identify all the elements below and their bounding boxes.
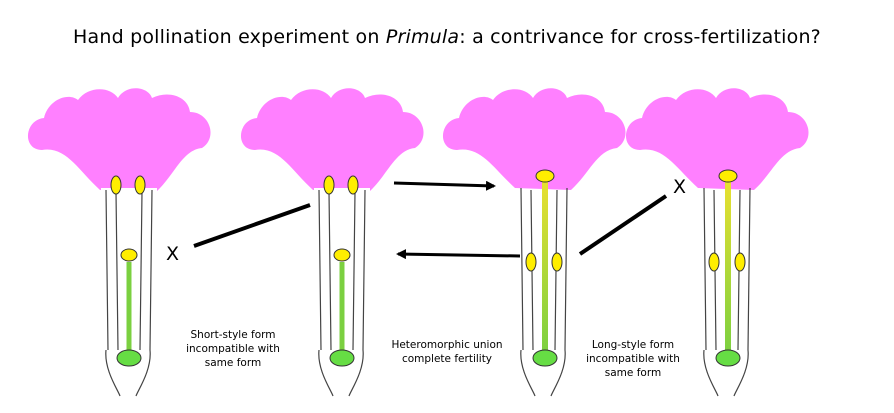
compatible-arrow-left [396,249,521,260]
flower-long-style-1 [442,88,626,397]
style [542,182,548,354]
anther [734,252,746,272]
calyx [520,349,566,397]
flower-short-style-2 [240,88,424,397]
stigma [120,248,138,262]
corolla [27,88,211,192]
corolla-tube [318,189,366,351]
corolla [442,88,626,190]
flower-short-style-1 [27,88,211,397]
incompatible-link-long [578,194,668,256]
incompatible-mark-short: X [166,243,180,265]
caption-short-style: Short-style form incompatible with same … [186,329,280,369]
calyx [703,349,749,397]
anther [347,175,359,195]
corolla [625,88,809,190]
corolla-tube [703,187,751,351]
ovary [116,349,142,367]
anther [323,175,335,195]
anther [110,175,122,195]
style [725,182,731,354]
anther [551,252,563,272]
anther [525,252,537,272]
stigma [718,169,738,183]
diagram-title: Hand pollination experiment on Primula: … [73,26,821,48]
calyx [105,349,151,397]
ovary [532,349,558,367]
genus-name: Primula [385,26,460,48]
anther [708,252,720,272]
ovary [329,349,355,367]
flower-long-style-2 [625,88,809,397]
corolla [240,88,424,192]
anther [134,175,146,195]
incompatible-mark-long: X [673,176,687,198]
corolla-tube [520,187,568,351]
stigma [333,248,351,262]
stigma [535,169,555,183]
ovary [715,349,741,367]
incompatible-link-short [193,203,311,248]
calyx [318,349,364,397]
caption-long-style: Long-style form incompatible with same f… [586,339,680,379]
corolla-tube [105,189,153,351]
compatible-arrow-right [393,180,496,191]
caption-heteromorphic: Heteromorphic union complete fertility [391,339,503,365]
